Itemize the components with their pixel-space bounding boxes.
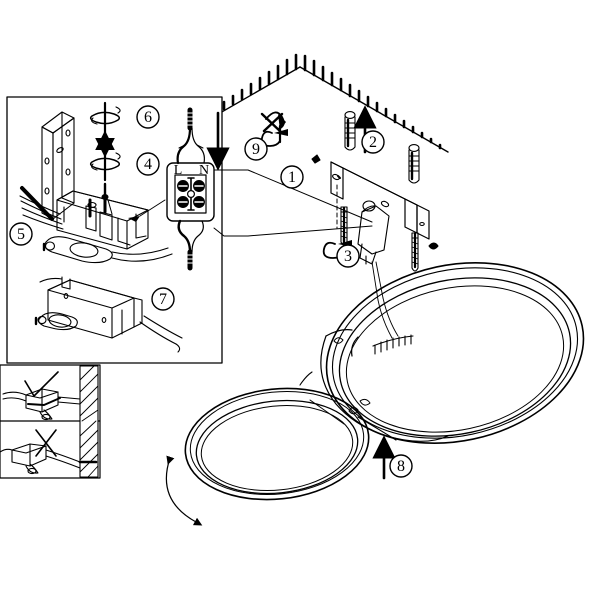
panel-driver-closed (39, 276, 143, 339)
callout-label: 6 (144, 109, 152, 126)
ring-lower (184, 371, 397, 501)
callout-label: 3 (344, 248, 352, 265)
screwdriver-symbol-9-crossed (260, 111, 286, 135)
terminal-block (166, 162, 215, 222)
callout-5: 5 (9, 222, 33, 246)
terminal-label-neutral: N (199, 163, 209, 178)
callout-label: 5 (17, 226, 25, 243)
leader-lines (128, 169, 373, 237)
callout-2: 2 (361, 130, 385, 154)
driver-connector-body (357, 200, 390, 301)
screw-right (411, 232, 419, 272)
callout-7: 7 (151, 287, 175, 311)
terminal-wires-top (176, 107, 205, 165)
callout-label: 1 (288, 169, 296, 186)
callout-9: 9 (244, 137, 268, 161)
ring-upper (325, 261, 585, 445)
inset-row-incorrect (0, 429, 98, 475)
callout-label: 8 (397, 458, 405, 475)
led-strip-icon (372, 334, 414, 355)
callout-label: 7 (159, 291, 167, 308)
callout-1: 1 (280, 165, 304, 189)
mounting-bracket (330, 161, 430, 240)
callout-label: 4 (144, 156, 152, 173)
terminal-screws (177, 180, 205, 208)
callout-4: 4 (136, 152, 160, 176)
rotate-arrow-ring (165, 455, 203, 526)
wall-plug-right (408, 144, 420, 184)
callout-group: 1 2 3 4 5 6 7 8 (9, 105, 413, 478)
panel-mount-plate (42, 236, 173, 264)
callout-label: 2 (369, 134, 377, 151)
panel-supply-wires (19, 186, 64, 230)
panel-driver-closed-plate (34, 312, 183, 353)
wall-plug-left (344, 111, 356, 151)
callout-6: 6 (136, 105, 160, 129)
inset-row-correct (2, 371, 81, 421)
terminal-label-live: L (174, 163, 183, 178)
nut-symbol-4 (89, 130, 121, 182)
terminal-wires-bottom (177, 219, 204, 271)
panel-l-bracket (41, 111, 75, 220)
callout-3: 3 (336, 244, 360, 268)
inset-panel-correct-incorrect (0, 364, 101, 479)
ring-upper-housing (320, 329, 449, 442)
bracket-clip-icons (311, 154, 439, 250)
panel-driver-open (56, 190, 149, 250)
callout-label: 9 (252, 141, 260, 158)
callout-8: 8 (389, 454, 413, 478)
